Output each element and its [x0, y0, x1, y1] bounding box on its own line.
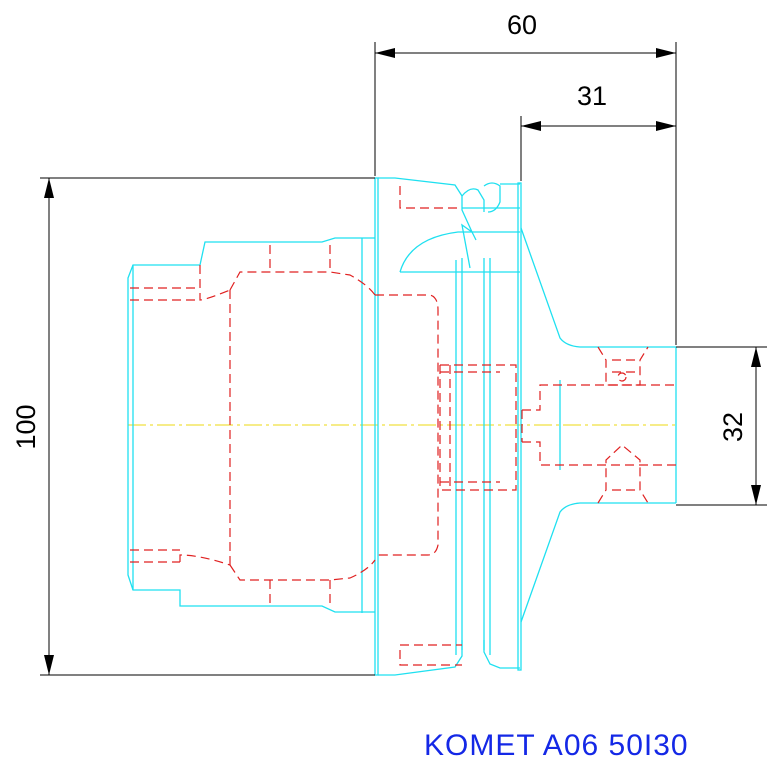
dimension-lines	[40, 42, 767, 676]
dimension-31: 31	[577, 81, 607, 111]
part-outline	[127, 177, 677, 676]
hidden-lines	[130, 186, 676, 666]
dimension-32: 32	[718, 412, 748, 442]
part-caption: KOMET A06 50I30	[424, 729, 689, 762]
dimension-100: 100	[11, 404, 41, 449]
dimension-60: 60	[507, 10, 537, 40]
